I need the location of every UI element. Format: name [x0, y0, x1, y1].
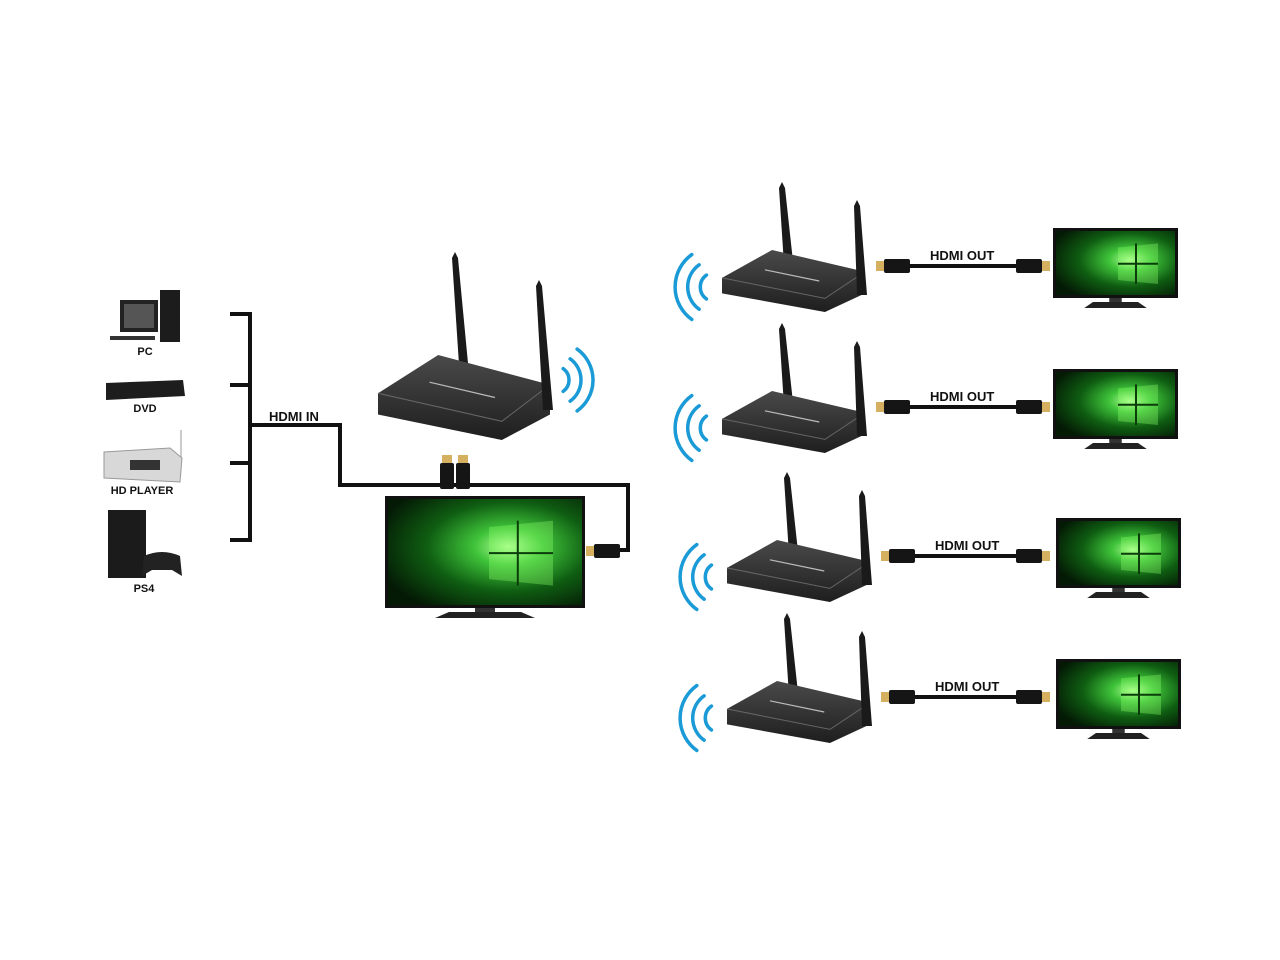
source-label: PS4	[134, 583, 156, 595]
tv-display-icon	[1053, 228, 1178, 308]
wireless-signal-icon	[673, 252, 709, 322]
antenna-icon	[859, 631, 872, 726]
wireless-receiver: HDMI OUT	[678, 613, 1181, 753]
wireless-signal-icon	[678, 683, 714, 753]
hdmi-out-label: HDMI OUT	[930, 389, 994, 404]
antenna-icon	[854, 341, 867, 436]
hdmi-connector-icon	[876, 400, 910, 414]
antenna-icon	[452, 252, 471, 395]
source-dvd: DVD	[106, 380, 185, 415]
wireless-receiver: HDMI OUT	[673, 182, 1178, 322]
hdmi-connector-icon	[1016, 259, 1050, 273]
wireless-receiver: HDMI OUT	[678, 472, 1181, 612]
hdmi-connector-icon	[876, 259, 910, 273]
hdmi-out-label: HDMI OUT	[935, 679, 999, 694]
antenna-icon	[859, 490, 872, 585]
tv-display-icon	[385, 496, 585, 618]
game-console-icon	[108, 510, 146, 578]
hdmi-connector-icon	[1016, 549, 1050, 563]
wireless-receiver-icon	[721, 250, 866, 312]
source-hd-player: HD PLAYER	[103, 430, 183, 497]
wireless-receiver-icon	[726, 681, 871, 743]
dvd-player-icon	[106, 380, 185, 400]
hdmi-connector-icon	[1016, 690, 1050, 704]
wireless-transmitter-icon	[377, 355, 551, 440]
tv-display-icon	[1056, 659, 1181, 739]
hdmi-connector-icon	[586, 544, 620, 558]
wireless-signal-icon	[673, 393, 709, 463]
source-label: PC	[137, 346, 152, 358]
wireless-signal-icon	[561, 347, 595, 413]
antenna-icon	[854, 200, 867, 295]
hdmi-connector-icon	[881, 690, 915, 704]
hdmi-connector-icon	[881, 549, 915, 563]
antenna-icon	[536, 280, 553, 410]
wireless-signal-icon	[678, 542, 714, 612]
tv-display-icon	[1056, 518, 1181, 598]
hdmi-connector-icon	[456, 455, 470, 489]
tv-display-icon	[1053, 369, 1178, 449]
wireless-transmitter	[377, 252, 595, 489]
wireless-receiver-icon	[721, 391, 866, 453]
source-ps4: PS4	[108, 510, 182, 595]
hdmi-out-label: HDMI OUT	[930, 248, 994, 263]
wireless-receiver-icon	[726, 540, 871, 602]
hdmi-connector-icon	[1016, 400, 1050, 414]
local-display	[385, 496, 620, 618]
hdmi-in-label: HDMI IN	[269, 409, 319, 424]
wireless-receiver: HDMI OUT	[673, 323, 1178, 463]
hdmi-out-label: HDMI OUT	[935, 538, 999, 553]
hdmi-connector-icon	[440, 455, 454, 489]
source-label: DVD	[133, 403, 156, 415]
source-pc: PC	[110, 290, 180, 358]
source-label: HD PLAYER	[111, 485, 174, 497]
